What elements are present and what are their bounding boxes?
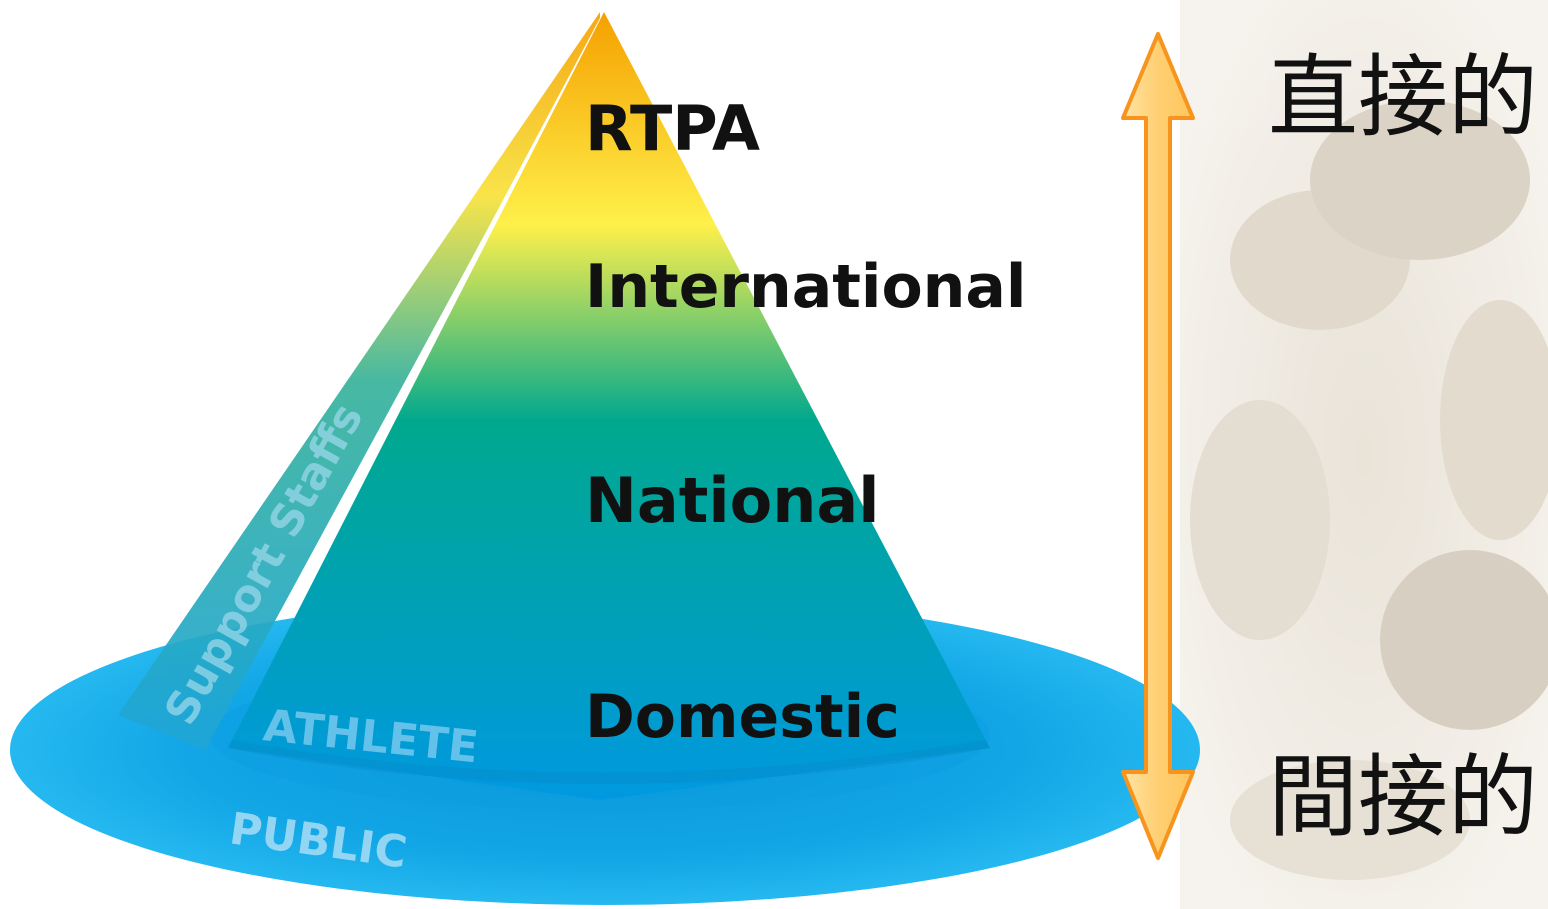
pyramid-body bbox=[228, 12, 990, 800]
level-label-rtpa: RTPA bbox=[585, 92, 760, 165]
arrow-top-label: 直接的 bbox=[1268, 45, 1538, 150]
arrow-bottom-label: 間接的 bbox=[1268, 745, 1538, 850]
pyramid-base-shadow bbox=[228, 740, 990, 784]
panel-gap bbox=[282, 18, 604, 618]
level-label-national: National bbox=[585, 464, 879, 537]
support-staffs-panel bbox=[118, 12, 600, 750]
double-arrow-icon bbox=[1121, 32, 1195, 860]
background-photo bbox=[1180, 0, 1548, 909]
level-label-domestic: Domestic bbox=[585, 682, 900, 752]
level-label-international: International bbox=[585, 252, 1026, 322]
